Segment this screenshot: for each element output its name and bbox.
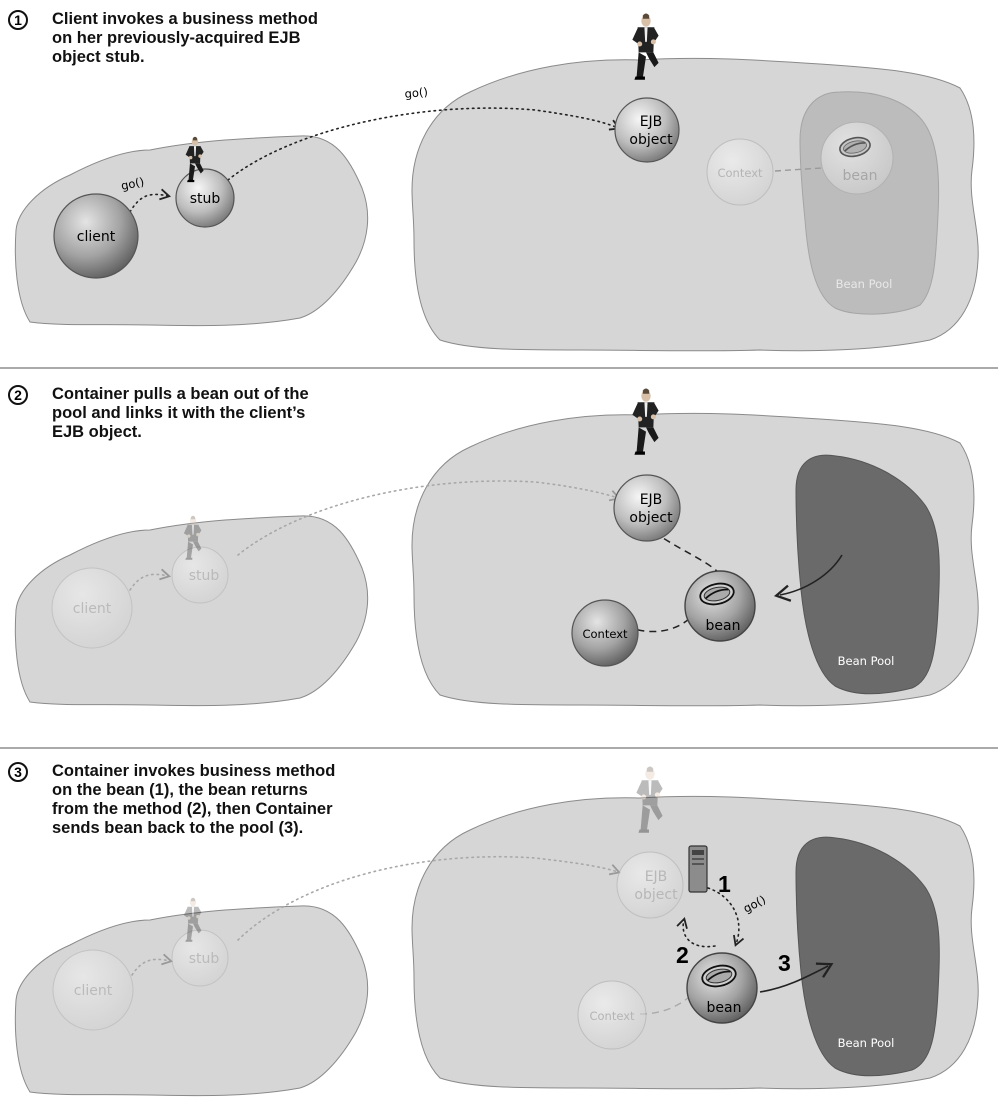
caption-line: EJB object. (52, 423, 309, 442)
client-label: client (77, 229, 116, 245)
stub-label: stub (189, 568, 220, 584)
bean-pool-label: Bean Pool (838, 1036, 895, 1050)
ejb-label-line1: EJB (645, 869, 668, 885)
client-label: client (73, 601, 112, 617)
ejb-label-line2: object (634, 887, 678, 903)
step-number-badge: 1 (8, 10, 28, 30)
step-number-badge: 2 (8, 385, 28, 405)
bean-sphere: bean (821, 122, 893, 194)
ejb-label-line1: EJB (640, 114, 663, 130)
marker-2: 2 (676, 942, 689, 968)
client-label: client (74, 983, 113, 999)
stub-sphere: stub (172, 547, 228, 603)
ejb-object-sphere: EJB object (615, 98, 679, 162)
marker-3: 3 (778, 950, 791, 976)
step-caption: Container pulls a bean out of the pool a… (52, 385, 309, 442)
ejb-label-line1: EJB (640, 492, 663, 508)
caption-line: on her previously-acquired EJB (52, 29, 318, 48)
bean-pool-label: Bean Pool (836, 277, 893, 291)
stub-sphere: stub (172, 930, 228, 986)
ejb-object-sphere: EJB object (617, 852, 683, 918)
bean-sphere: bean (687, 953, 757, 1023)
stub-label: stub (190, 191, 221, 207)
caption-line: sends bean back to the pool (3). (52, 819, 335, 838)
context-label: Context (717, 166, 763, 180)
context-sphere: Context (578, 981, 646, 1049)
context-label: Context (582, 627, 628, 641)
client-sphere: client (52, 568, 132, 648)
bean-pool-label: Bean Pool (838, 654, 895, 668)
caption-line: from the method (2), then Container (52, 800, 335, 819)
context-sphere: Context (572, 600, 638, 666)
server-icon (689, 846, 707, 892)
step-caption: Container invokes business method on the… (52, 762, 335, 838)
stub-sphere: stub (176, 169, 234, 227)
client-sphere: client (53, 950, 133, 1030)
bean-label: bean (706, 618, 741, 634)
context-sphere: Context (707, 139, 773, 205)
step-caption: Client invokes a business method on her … (52, 10, 318, 67)
caption-line: object stub. (52, 48, 318, 67)
client-sphere: client (54, 194, 138, 278)
caption-line: Container pulls a bean out of the (52, 385, 309, 404)
step-number-badge: 3 (8, 762, 28, 782)
marker-1: 1 (718, 871, 731, 897)
caption-line: on the bean (1), the bean returns (52, 781, 335, 800)
ejb-object-sphere: EJB object (614, 475, 680, 541)
remote-call-label: go() (404, 85, 429, 101)
bean-label: bean (843, 168, 878, 184)
context-label: Context (589, 1009, 635, 1023)
bean-label: bean (707, 1000, 742, 1016)
caption-line: Client invokes a business method (52, 10, 318, 29)
caption-line: Container invokes business method (52, 762, 335, 781)
stub-label: stub (189, 951, 220, 967)
ejb-label-line2: object (629, 132, 673, 148)
bean-sphere: bean (685, 571, 755, 641)
caption-line: pool and links it with the client’s (52, 404, 309, 423)
ejb-label-line2: object (629, 510, 673, 526)
